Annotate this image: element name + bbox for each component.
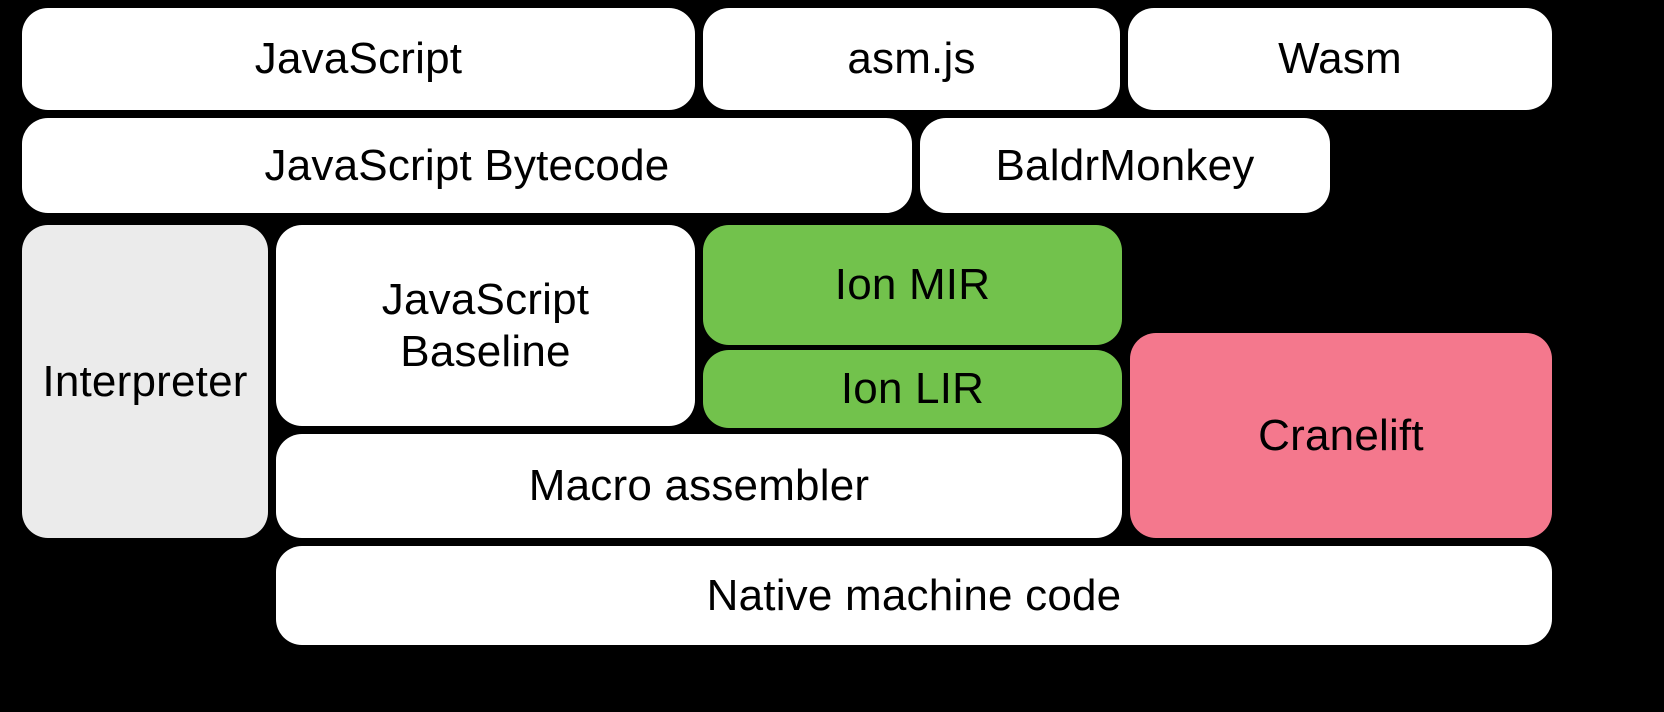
- node-javascript: JavaScript: [22, 8, 695, 110]
- node-macro-assembler: Macro assembler: [276, 434, 1122, 538]
- node-wasm: Wasm: [1128, 8, 1552, 110]
- node-interpreter: Interpreter: [22, 225, 268, 538]
- node-ion-mir: Ion MIR: [703, 225, 1122, 345]
- node-javascript-bytecode: JavaScript Bytecode: [22, 118, 912, 213]
- node-asm-js: asm.js: [703, 8, 1120, 110]
- node-native-machine-code: Native machine code: [276, 546, 1552, 645]
- node-ion-lir: Ion LIR: [703, 350, 1122, 428]
- node-javascript-baseline: JavaScript Baseline: [276, 225, 695, 426]
- node-baldrmonkey: BaldrMonkey: [920, 118, 1330, 213]
- node-cranelift: Cranelift: [1130, 333, 1552, 538]
